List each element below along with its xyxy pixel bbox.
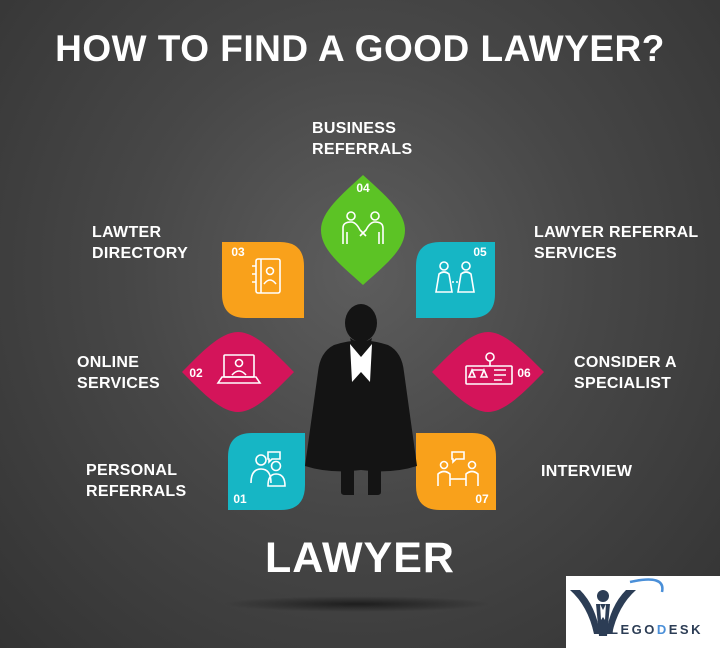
logo-emblem-icon: [570, 578, 664, 636]
ground-shadow: [222, 596, 492, 612]
people-chat-icon: [250, 451, 286, 487]
center-label: LAWYER: [265, 534, 455, 582]
item-02-shape: 02: [182, 332, 294, 412]
item-01-shape: 01: [228, 433, 305, 510]
item-07-number: 07: [475, 492, 489, 506]
item-03-number: 03: [231, 245, 245, 259]
label-personal-referrals: PERSONAL REFERRALS: [86, 462, 187, 500]
item-06-shape: 06: [432, 332, 544, 412]
page-title: HOW TO FIND A GOOD LAWYER?: [55, 28, 665, 69]
label-online-services: ONLINE SERVICES: [77, 354, 161, 392]
item-04-shape: 04: [321, 175, 405, 285]
label-lawyer-referral-services: LAWYER REFERRAL SERVICES: [534, 224, 699, 262]
item-03-shape: 03: [222, 242, 304, 318]
label-lawter-directory: LAWTER DIRECTORY: [92, 224, 189, 262]
specialist-scales-icon: [465, 352, 513, 385]
item-07-shape: 07: [416, 433, 496, 510]
laptop-user-icon: [216, 354, 262, 384]
label-consider-a-specialist: CONSIDER A SPECIALIST: [574, 354, 677, 392]
legodesk-logo: LEGODESK: [566, 576, 720, 648]
lawyers-pair-icon: [435, 261, 475, 293]
label-business-referrals: BUSINESS REFERRALS: [312, 120, 413, 158]
item-02-number: 02: [189, 366, 203, 380]
label-interview: INTERVIEW: [541, 463, 633, 480]
lawyer-figure-icon: [305, 304, 417, 495]
item-06-number: 06: [517, 366, 531, 380]
item-01-number: 01: [233, 492, 247, 506]
directory-book-icon: [252, 258, 281, 294]
logo-text: LEGODESK: [610, 622, 703, 637]
item-04-number: 04: [356, 181, 370, 195]
item-05-shape: 05: [416, 242, 495, 318]
item-05-number: 05: [473, 245, 487, 259]
interview-table-icon: [437, 451, 479, 486]
handshake-icon: [342, 211, 384, 244]
